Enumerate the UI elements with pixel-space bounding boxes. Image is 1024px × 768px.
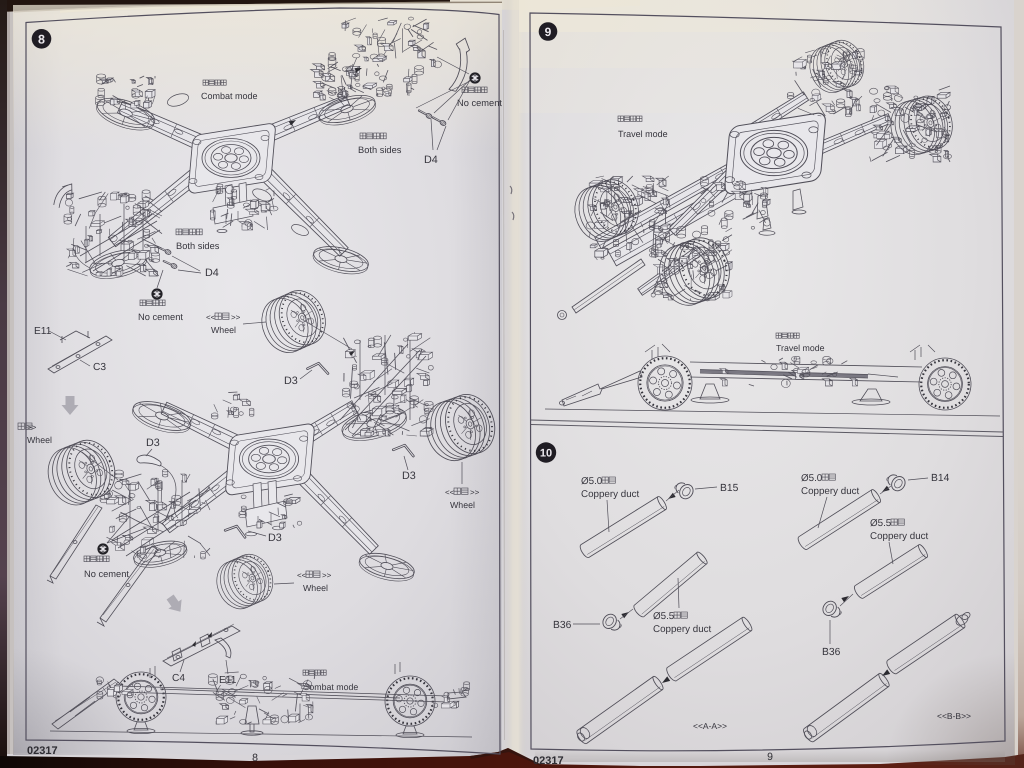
svg-text:Coppery duct: Coppery duct bbox=[581, 489, 640, 500]
svg-text:D3: D3 bbox=[402, 470, 416, 482]
svg-text:9: 9 bbox=[767, 751, 773, 763]
svg-text:D4: D4 bbox=[205, 267, 219, 279]
svg-text:8: 8 bbox=[252, 752, 258, 764]
svg-text:No cement: No cement bbox=[457, 98, 502, 108]
svg-text:Coppery duct: Coppery duct bbox=[653, 624, 712, 635]
svg-text:D4: D4 bbox=[424, 154, 438, 166]
svg-text:>>: >> bbox=[231, 313, 241, 322]
svg-text:Wheel: Wheel bbox=[450, 500, 475, 510]
svg-text:<<B-B>>: <<B-B>> bbox=[937, 711, 971, 721]
svg-text:>>: >> bbox=[322, 571, 332, 580]
svg-text:Both sides: Both sides bbox=[358, 145, 402, 155]
svg-text:No cement: No cement bbox=[84, 569, 129, 579]
svg-text:Ø5.5: Ø5.5 bbox=[870, 518, 892, 529]
svg-text:B36: B36 bbox=[553, 620, 572, 631]
svg-text:B15: B15 bbox=[720, 483, 739, 494]
svg-text:Ø5.0: Ø5.0 bbox=[581, 476, 603, 487]
svg-text:Wheel: Wheel bbox=[211, 325, 236, 335]
svg-text:>>: >> bbox=[470, 488, 480, 497]
svg-text:B14: B14 bbox=[931, 473, 950, 484]
svg-text:Coppery duct: Coppery duct bbox=[801, 486, 860, 497]
svg-text:D3: D3 bbox=[268, 532, 282, 544]
svg-text:E11: E11 bbox=[34, 326, 52, 337]
svg-text:Ø5.0: Ø5.0 bbox=[801, 473, 823, 484]
svg-text:C4: C4 bbox=[172, 673, 185, 684]
svg-text:<<: << bbox=[206, 313, 216, 322]
svg-text:Wheel: Wheel bbox=[303, 583, 328, 593]
svg-text:B36: B36 bbox=[822, 647, 841, 658]
svg-text:Combat mode: Combat mode bbox=[201, 91, 258, 101]
svg-text:Combat mode: Combat mode bbox=[303, 682, 358, 692]
svg-text:Wheel: Wheel bbox=[27, 435, 52, 445]
svg-text:E11: E11 bbox=[219, 675, 237, 686]
svg-text:No cement: No cement bbox=[138, 312, 183, 322]
svg-text:<<: << bbox=[445, 488, 455, 497]
svg-text:<<A-A>>: <<A-A>> bbox=[693, 721, 727, 731]
svg-text:Both sides: Both sides bbox=[176, 241, 220, 251]
svg-text:02317: 02317 bbox=[533, 755, 564, 767]
svg-text:<<: << bbox=[297, 571, 307, 580]
svg-text:C3: C3 bbox=[93, 362, 106, 373]
svg-text:Travel mode: Travel mode bbox=[776, 343, 825, 353]
svg-text:10: 10 bbox=[540, 448, 552, 460]
svg-text:Travel mode: Travel mode bbox=[618, 129, 668, 139]
svg-text:02317: 02317 bbox=[27, 745, 58, 757]
svg-text:D3: D3 bbox=[284, 375, 298, 387]
svg-text:Coppery duct: Coppery duct bbox=[870, 531, 929, 542]
svg-text:D3: D3 bbox=[146, 437, 160, 449]
svg-text:9: 9 bbox=[545, 25, 552, 39]
svg-text:Ø5.5: Ø5.5 bbox=[653, 611, 675, 622]
svg-text:8: 8 bbox=[38, 32, 45, 46]
